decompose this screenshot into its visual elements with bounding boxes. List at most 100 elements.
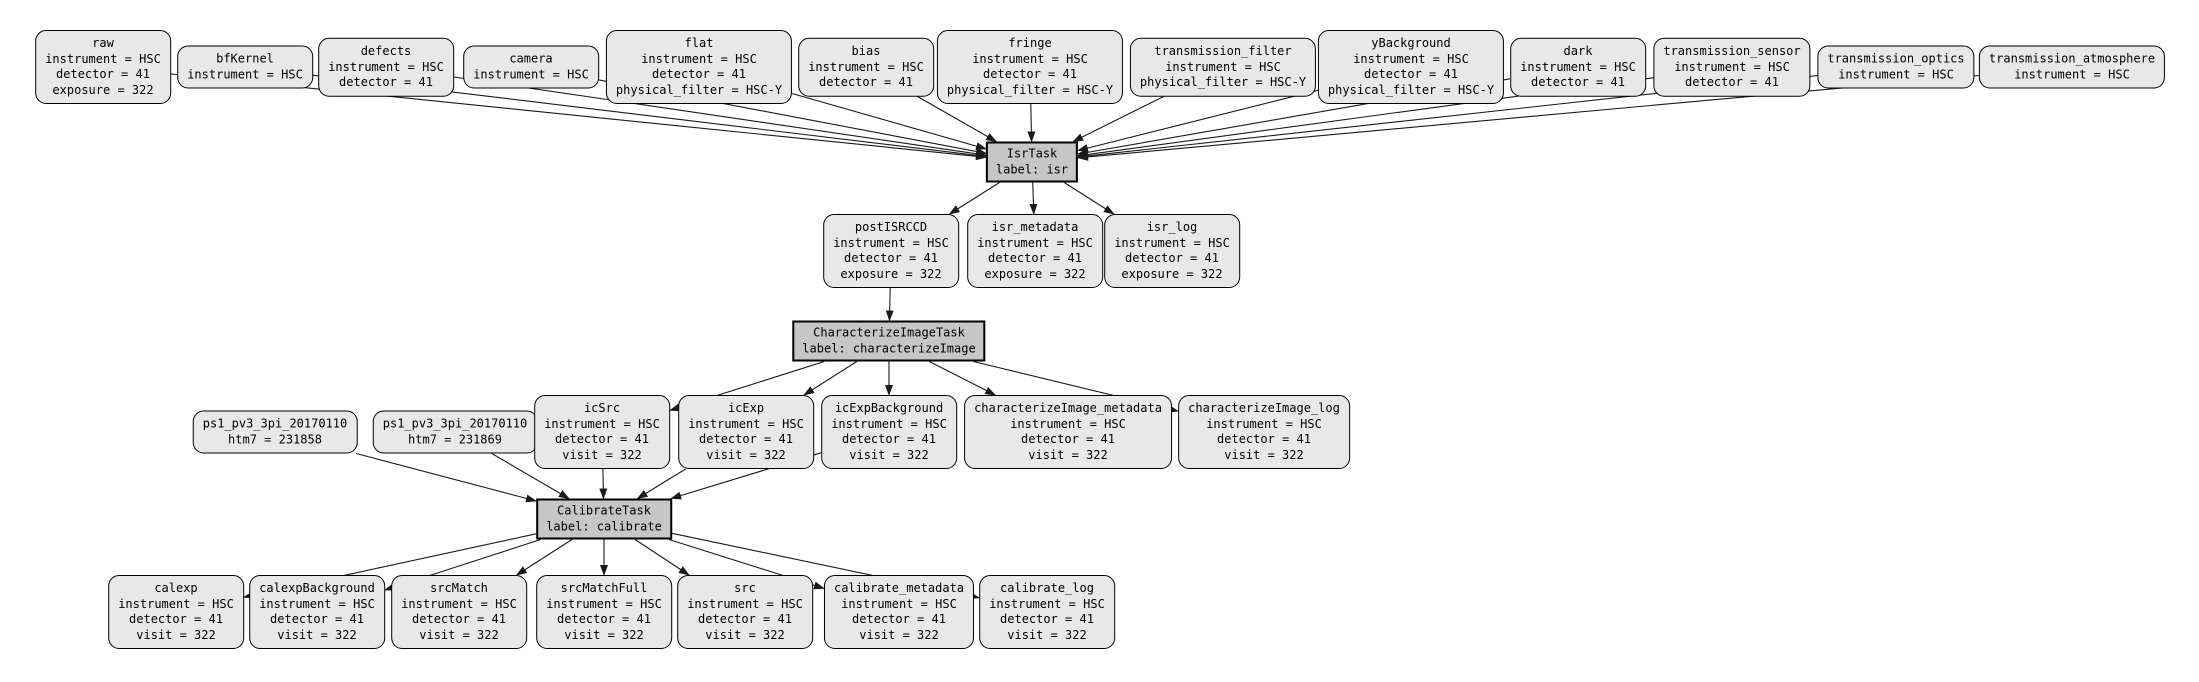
node-attribute: instrument = HSC [641, 51, 757, 66]
node-attribute: detector = 41 [1217, 432, 1311, 446]
edge-defects-to-isr [453, 76, 987, 158]
node-title: flat [684, 36, 714, 50]
node-attribute: detector = 41 [270, 612, 364, 626]
node-title: ps1_pv3_3pi_20170110 [202, 416, 348, 431]
node-attribute: instrument = HSC [808, 59, 924, 74]
edge-calibrate-to-srcMatch [515, 539, 573, 576]
node-title: postISRCCD [854, 220, 928, 234]
node-title: calexp [154, 581, 198, 595]
node-title: transmission_filter [1154, 43, 1292, 58]
node-title: ps1_pv3_3pi_20170110 [382, 416, 528, 431]
node-attribute: detector = 41 [412, 612, 506, 626]
edge-isr-to-postISRCCD [948, 182, 1000, 215]
node-attribute: instrument = HSC [833, 235, 949, 250]
node-title: yBackground [1371, 36, 1451, 50]
node-attribute: instrument = HSC [1838, 67, 1954, 81]
node-attribute: instrument = HSC [187, 67, 303, 81]
node-attribute: htm7 = 231858 [228, 432, 322, 446]
node-attribute: label: isr [995, 162, 1069, 176]
node-title: srcMatchFull [560, 581, 648, 595]
node-attribute: instrument = HSC [972, 51, 1088, 66]
node-title: CalibrateTask [557, 503, 651, 518]
edge-ps1_231869-to-calibrate [491, 453, 570, 500]
node-attribute: detector = 41 [983, 67, 1077, 81]
edge-characterizeImage-to-icExp [803, 361, 858, 396]
node-title: icExp [727, 401, 765, 415]
node-attribute: instrument = HSC [1165, 59, 1281, 74]
node-title: characterizeImage_metadata [974, 401, 1162, 415]
node-attribute: instrument = HSC [1520, 59, 1636, 74]
node-title: transmission_atmosphere [1988, 51, 2156, 66]
node-attribute: visit = 322 [562, 447, 642, 462]
node-title: calexpBackground [259, 581, 375, 595]
edge-transmission_filter-to-isr [1072, 96, 1164, 142]
edge-flat-to-isr [791, 92, 987, 151]
edge-bias-to-isr [917, 96, 998, 142]
edge-fringe-to-isr [1027, 103, 1036, 143]
node-attribute: instrument = HSC [401, 596, 517, 611]
node-attribute: detector = 41 [1125, 251, 1219, 265]
node-attribute: instrument = HSC [688, 416, 804, 431]
edge-characterizeImage-to-characterizeImage_metadata [929, 361, 997, 396]
node-title: bias [851, 43, 881, 58]
edge-yBackground-to-isr [1077, 89, 1319, 152]
node-attribute: instrument = HSC [118, 596, 234, 611]
node-attribute: detector = 41 [1364, 67, 1458, 81]
node-attribute: detector = 41 [339, 74, 433, 89]
node-attribute: instrument = HSC [831, 416, 947, 431]
node-attribute: detector = 41 [557, 612, 651, 626]
node-attribute: instrument = HSC [841, 596, 957, 611]
node-title: src [734, 581, 756, 595]
edge-calibrate-to-src [634, 539, 690, 576]
node-attribute: instrument = HSC [2014, 67, 2130, 81]
node-attribute: visit = 322 [849, 447, 929, 462]
edge-postISRCCD-to-characterizeImage [885, 287, 894, 322]
node-attribute: instrument = HSC [328, 59, 444, 74]
node-attribute: detector = 41 [555, 432, 649, 446]
node-attribute: instrument = HSC [1674, 59, 1790, 74]
node-attribute: htm7 = 231869 [408, 432, 502, 446]
node-attribute: instrument = HSC [977, 235, 1093, 250]
node-attribute: physical_filter = HSC-Y [946, 82, 1114, 97]
node-attribute: instrument = HSC [687, 596, 803, 611]
node-attribute: visit = 322 [1028, 447, 1108, 462]
node-attribute: visit = 322 [1007, 627, 1087, 642]
node-attribute: visit = 322 [859, 627, 939, 642]
edge-icSrc-to-calibrate [599, 468, 608, 500]
node-title: icExpBackground [834, 401, 944, 415]
node-attribute: instrument = HSC [1010, 416, 1126, 431]
node-title: fringe [1008, 36, 1052, 50]
node-attribute: instrument = HSC [1353, 51, 1469, 66]
node-attribute: detector = 41 [129, 612, 223, 626]
node-title: calibrate_log [1000, 581, 1094, 595]
edge-ps1_231858-to-calibrate [356, 452, 537, 503]
node-attribute: detector = 41 [698, 612, 792, 626]
node-title: IsrTask [1006, 146, 1058, 161]
node-attribute: visit = 322 [419, 627, 499, 642]
edge-isr-to-isr_metadata [1029, 182, 1038, 215]
node-attribute: physical_filter = HSC-Y [1139, 74, 1307, 89]
node-attribute: label: calibrate [546, 519, 662, 533]
node-attribute: detector = 41 [1021, 432, 1115, 446]
node-attribute: instrument = HSC [473, 67, 589, 81]
edge-isr-to-isr_log [1063, 182, 1115, 215]
